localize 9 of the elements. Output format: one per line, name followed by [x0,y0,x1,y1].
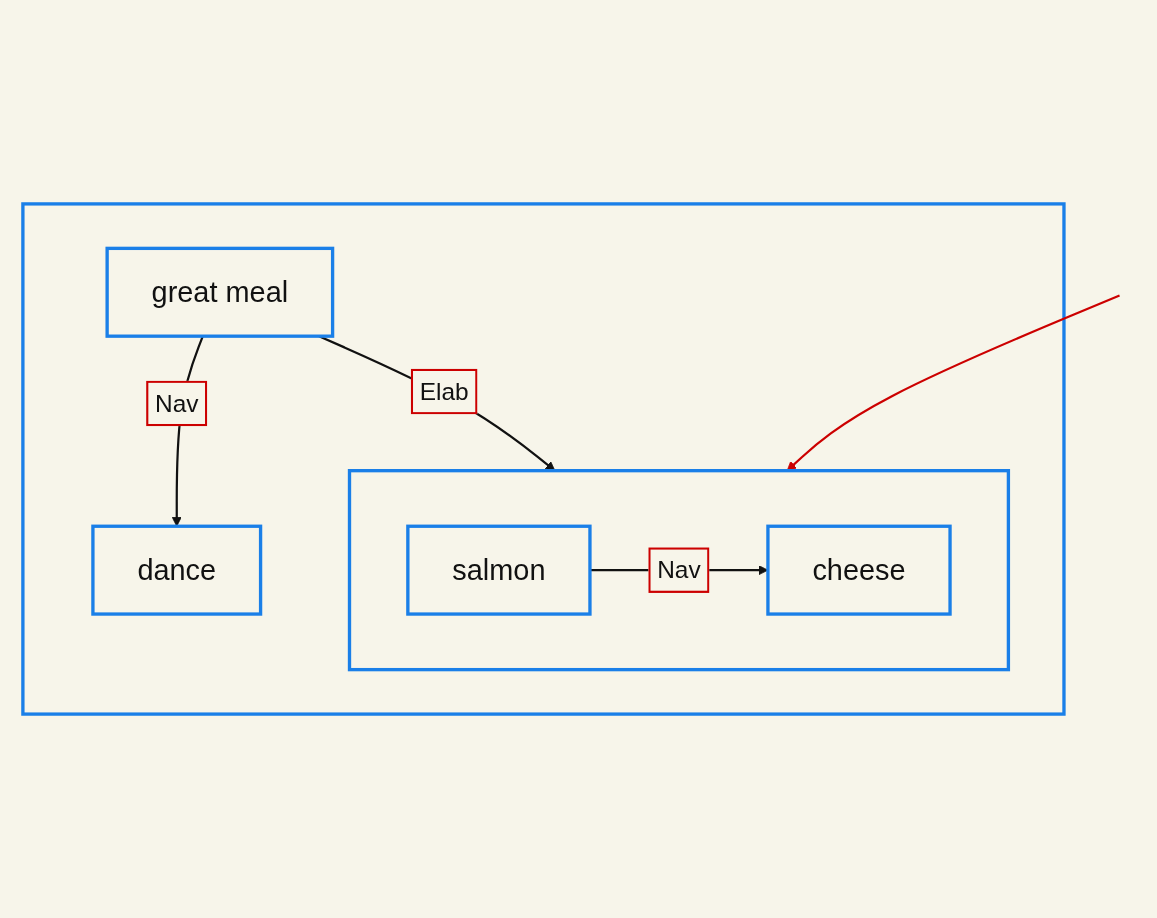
cluster [20,202,1066,716]
edge-label: Nav [656,556,701,585]
node-box: cheese [765,524,952,616]
edge-label: Nav [154,389,198,418]
node-box: great meal [104,246,334,338]
node-box: dance [90,524,262,616]
node-box: salmon [405,524,592,616]
cluster [347,469,1010,672]
edge-label: Elab [419,377,469,406]
